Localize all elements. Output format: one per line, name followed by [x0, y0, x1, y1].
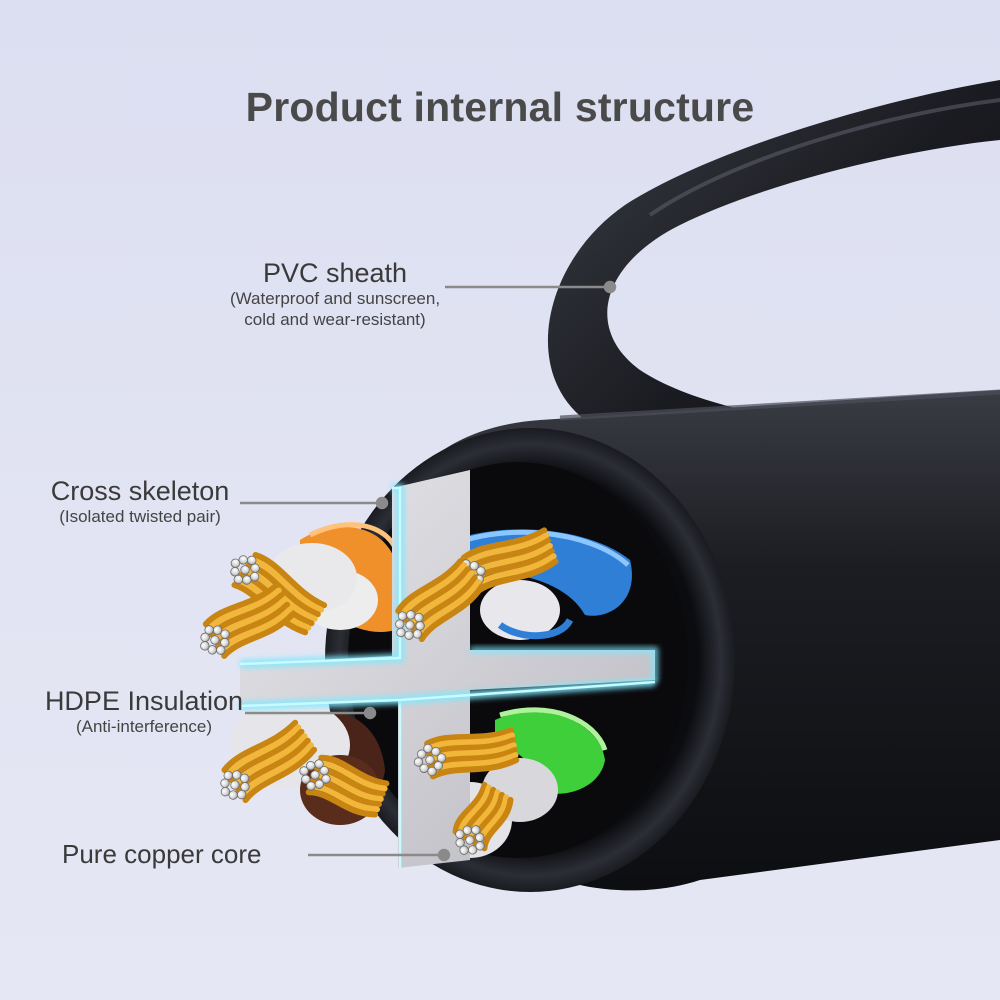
- label-pure-copper-core: Pure copper core: [62, 839, 312, 869]
- pointer-dot-icon: [603, 280, 617, 294]
- pvc-sheath-desc-2: cold and wear-resistant): [244, 310, 426, 329]
- pointer-dot-icon: [437, 848, 451, 862]
- page-title: Product internal structure: [245, 84, 755, 130]
- leader-lines: [240, 280, 617, 862]
- copper-bundle: [452, 781, 514, 855]
- hdpe-insulation-name: HDPE Insulation: [44, 686, 244, 716]
- copper-cores: [200, 527, 559, 855]
- hdpe-insulation-desc: (Anti-interference): [75, 717, 213, 736]
- label-pvc-sheath: PVC sheath (Waterproof and sunscreen, co…: [200, 258, 470, 330]
- cross-skeleton-name: Cross skeleton: [50, 476, 230, 506]
- copper-bundle: [299, 754, 390, 818]
- pointer-dot-icon: [375, 496, 389, 510]
- copper-bundle: [395, 557, 485, 643]
- copper-bundle: [200, 582, 296, 659]
- label-hdpe-insulation: HDPE Insulation (Anti-interference): [28, 686, 260, 737]
- label-cross-skeleton: Cross skeleton (Isolated twisted pair): [30, 476, 250, 527]
- copper-bundle: [413, 727, 520, 780]
- cross-skeleton: [239, 470, 658, 868]
- copper-bundle: [220, 719, 318, 804]
- pointer-dot-icon: [363, 706, 377, 720]
- pure-copper-core-name: Pure copper core: [62, 839, 262, 869]
- pvc-sheath-desc-1: (Waterproof and sunscreen,: [229, 289, 441, 308]
- pvc-sheath-name: PVC sheath: [262, 258, 408, 288]
- cross-skeleton-desc: (Isolated twisted pair): [59, 507, 221, 526]
